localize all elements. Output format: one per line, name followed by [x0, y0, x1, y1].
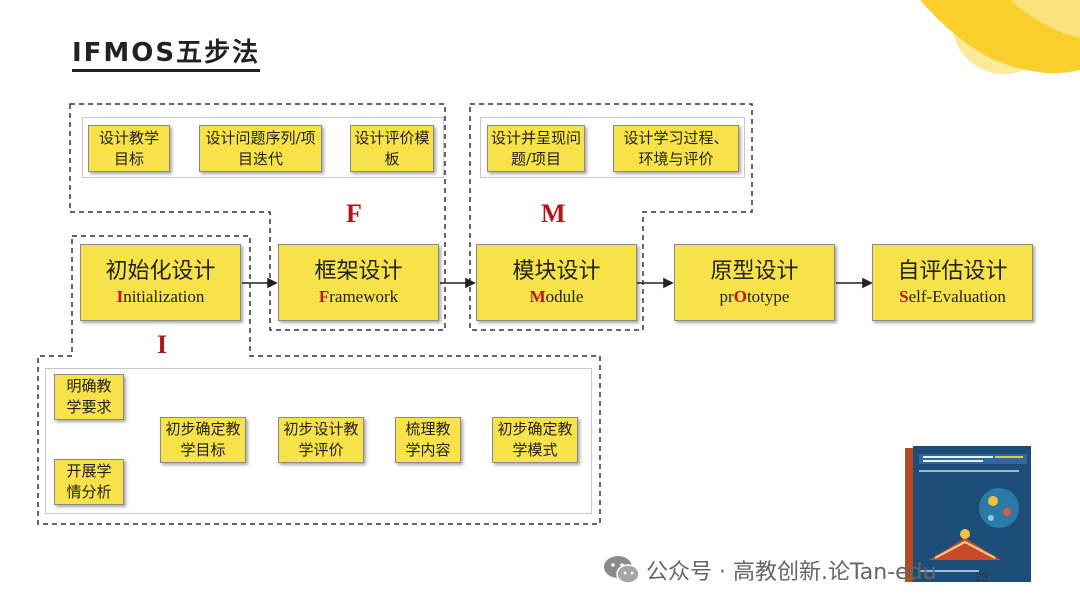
- i-input-learner-analysis: 开展学情分析: [54, 459, 124, 505]
- m-step-present-problem: 设计并呈现问题/项目: [487, 125, 585, 172]
- f-step-evaluation-template: 设计评价模板: [350, 125, 434, 172]
- phase-en: Self-Evaluation: [899, 286, 1006, 306]
- wechat-icon: [604, 556, 640, 584]
- group-letter-f: F: [346, 199, 362, 228]
- decorative-corner-shape: [920, 0, 1080, 74]
- phase-en: prOtotype: [719, 286, 790, 306]
- phase-cn: 初始化设计: [105, 258, 216, 284]
- group-letter-m: M: [541, 199, 566, 228]
- phase-cn: 自评估设计: [897, 258, 1008, 284]
- f-step-question-sequence: 设计问题序列/项目迭代: [199, 125, 322, 172]
- phase-en: Module: [529, 286, 584, 306]
- phase-prototype: 原型设计 prOtotype: [674, 244, 835, 321]
- phase-self-evaluation: 自评估设计 Self-Evaluation: [872, 244, 1033, 321]
- m-step-learning-process: 设计学习过程、环境与评价: [613, 125, 739, 172]
- i-step-teaching-mode: 初步确定教学模式: [492, 417, 578, 463]
- i-step-objectives: 初步确定教学目标: [160, 417, 246, 463]
- phase-en: Framework: [318, 286, 399, 306]
- book-cover-image: [905, 446, 1031, 582]
- i-input-requirements: 明确教学要求: [54, 374, 124, 420]
- phase-framework: 框架设计 Framework: [278, 244, 439, 321]
- phase-initialization: 初始化设计 Initialization: [80, 244, 241, 321]
- page-number: 25: [975, 570, 989, 584]
- phase-cn: 框架设计: [314, 258, 403, 284]
- f-step-set-objectives: 设计教学目标: [88, 125, 170, 172]
- phase-module: 模块设计 Module: [476, 244, 637, 321]
- phase-en: Initialization: [116, 286, 205, 306]
- phase-cn: 原型设计: [710, 258, 799, 284]
- phase-cn: 模块设计: [512, 258, 601, 284]
- group-letter-i: I: [157, 330, 168, 359]
- i-step-evaluation: 初步设计教学评价: [278, 417, 364, 463]
- i-step-content: 梳理教学内容: [395, 417, 461, 463]
- page-title: IFMOS五步法: [72, 38, 261, 72]
- watermark-text: 公众号 · 高教创新.论Tan-edu: [646, 560, 937, 585]
